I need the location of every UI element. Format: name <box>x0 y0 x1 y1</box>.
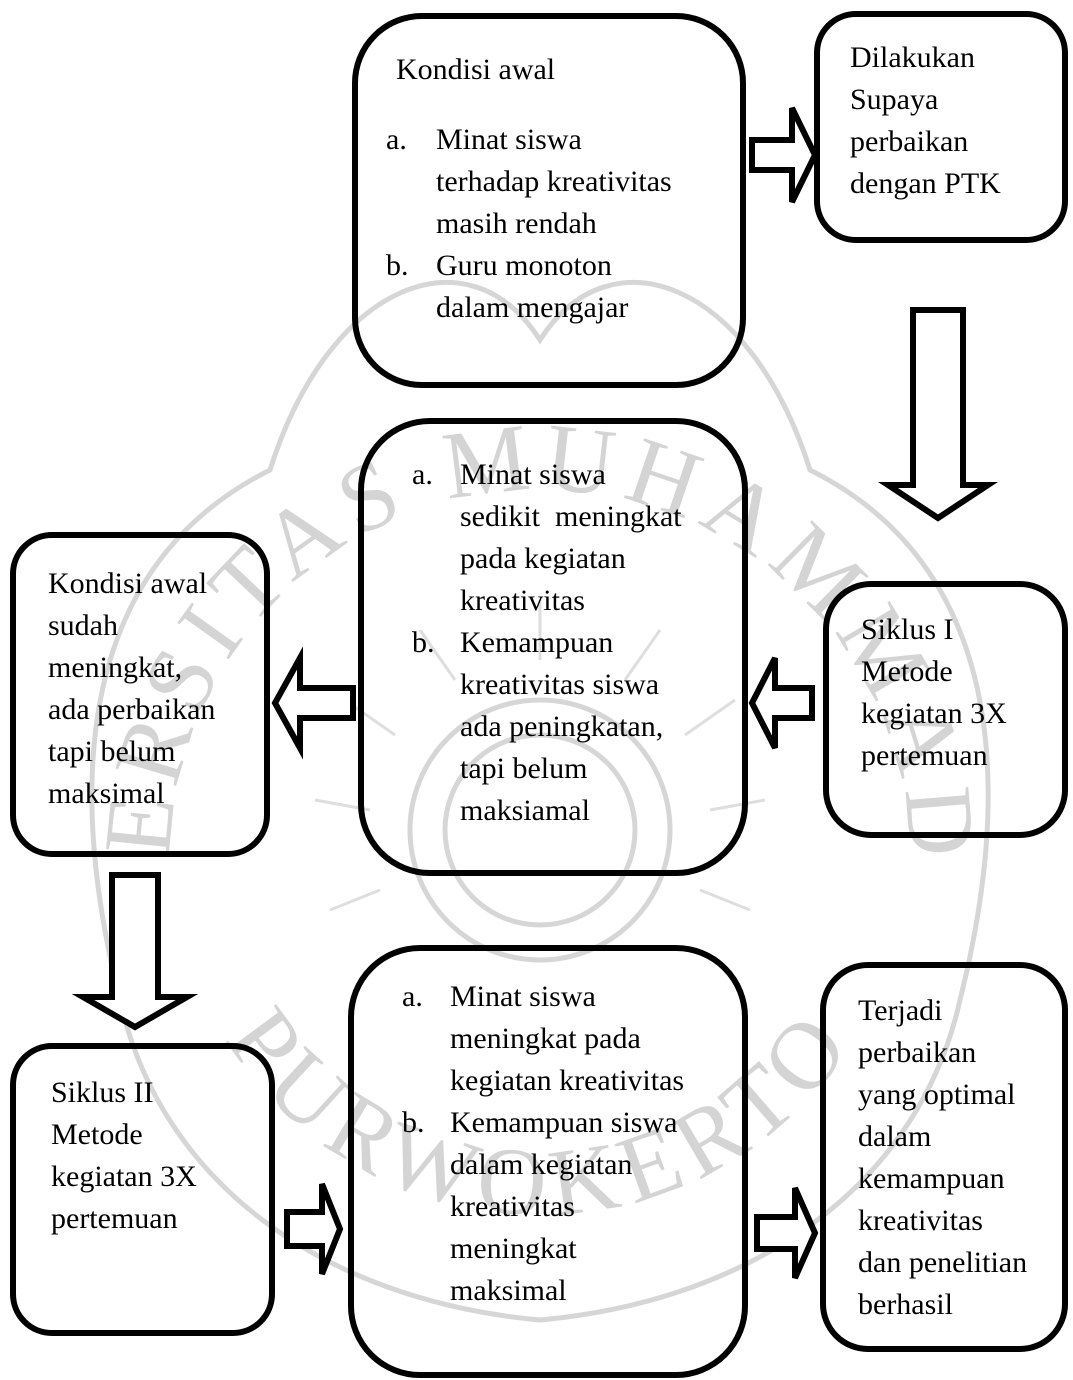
list-marker: a. <box>402 980 423 1013</box>
list-line: ada peningkatan, <box>460 710 664 743</box>
list-line: terhadap kreativitas <box>436 165 672 198</box>
arrow-left-2 <box>271 646 356 760</box>
box-line: ada perbaikan <box>48 693 216 726</box>
list-item: a. Minat siswa terhadap kreativitas masi… <box>386 119 726 245</box>
list-marker: a. <box>386 123 407 156</box>
box-line: dalam <box>858 1120 932 1153</box>
box-line: tapi belum <box>48 735 176 768</box>
list-item: a. Minat siswa meningkat pada kegiatan k… <box>402 976 752 1102</box>
box-line: maksimal <box>48 777 165 810</box>
list-line: dalam mengajar <box>436 291 629 324</box>
box-line: Dilakukan <box>850 41 975 74</box>
list-line: sedikit meningkat <box>460 500 682 533</box>
arrow-down-2 <box>71 872 199 1031</box>
list-item: b. Kemampuan siswa dalam kegiatan kreati… <box>402 1102 752 1312</box>
box-terjadi-perbaikan: Terjadi perbaikan yang optimal dalam kem… <box>820 962 1068 1352</box>
box-line: Supaya <box>850 83 939 116</box>
box-line: kreativitas <box>858 1204 983 1237</box>
box-line: dengan PTK <box>850 167 1001 200</box>
list-line: Kemampuan <box>460 626 614 659</box>
box-dilakukan: Dilakukan Supaya perbaikan dengan PTK <box>814 11 1068 243</box>
box-line: perbaikan <box>850 125 969 158</box>
list-line: kreativitas siswa <box>460 668 660 701</box>
list-marker: b. <box>402 1106 425 1139</box>
list-marker: b. <box>386 249 409 282</box>
box-kondisi-awal: Kondisi awal a. Minat siswa terhadap kre… <box>352 13 746 388</box>
list-line: meningkat <box>450 1232 577 1265</box>
list-line: kreativitas <box>460 584 585 617</box>
list-line: maksimal <box>450 1274 567 1307</box>
list-line: Minat siswa <box>450 980 596 1013</box>
box-hasil-siklus-2: a. Minat siswa meningkat pada kegiatan k… <box>348 945 748 1378</box>
box-line: meningkat, <box>48 651 183 684</box>
box-line: Metode <box>861 655 953 688</box>
box-line: dan penelitian <box>858 1246 1028 1279</box>
box-line: kegiatan 3X <box>861 697 1007 730</box>
box-line: Siklus II <box>51 1076 154 1109</box>
list-line: kreativitas <box>450 1190 575 1223</box>
arrow-left-1 <box>748 656 815 750</box>
arrow-down-1 <box>878 307 998 522</box>
arrow-right-3 <box>754 1186 819 1280</box>
box-line: Terjadi <box>858 994 943 1027</box>
list-item: b. Kemampuan kreativitas siswa ada penin… <box>412 622 752 832</box>
box-kondisi-sudah-meningkat: Kondisi awal sudah meningkat, ada perbai… <box>10 532 270 857</box>
box-line: sudah <box>48 609 118 642</box>
list-line: masih rendah <box>436 207 597 240</box>
box-line: kegiatan 3X <box>51 1160 197 1193</box>
list-marker: b. <box>412 626 435 659</box>
list-line: meningkat pada <box>450 1022 641 1055</box>
box-line: pertemuan <box>861 739 988 772</box>
box-line: yang optimal <box>858 1078 1016 1111</box>
arrow-right-2 <box>284 1182 344 1276</box>
box-line: Kondisi awal <box>48 567 208 600</box>
list-line: maksiamal <box>460 794 590 827</box>
box-line: berhasil <box>858 1288 953 1321</box>
list-item: b. Guru monoton dalam mengajar <box>386 245 726 329</box>
list-line: Minat siswa <box>460 458 606 491</box>
box-siklus-1: Siklus I Metode kegiatan 3X pertemuan <box>823 581 1068 838</box>
box-line: pertemuan <box>51 1202 178 1235</box>
list-line: Guru monoton <box>436 249 612 282</box>
list-line: Kemampuan siswa <box>450 1106 678 1139</box>
arrow-right-1 <box>749 106 819 204</box>
box-line: kemampuan <box>858 1162 1005 1195</box>
list-item: a. Minat siswa sedikit meningkat pada ke… <box>412 454 752 622</box>
list-marker: a. <box>412 458 433 491</box>
list-line: Minat siswa <box>436 123 582 156</box>
box-siklus-2: Siklus II Metode kegiatan 3X pertemuan <box>10 1043 275 1336</box>
list-line: pada kegiatan <box>460 542 626 575</box>
box-kondisi-awal-title: Kondisi awal <box>396 53 556 86</box>
list-line: dalam kegiatan <box>450 1148 633 1181</box>
box-hasil-siklus-1: a. Minat siswa sedikit meningkat pada ke… <box>358 418 748 876</box>
list-line: tapi belum <box>460 752 588 785</box>
box-line: Siklus I <box>861 613 954 646</box>
box-line: perbaikan <box>858 1036 977 1069</box>
list-line: kegiatan kreativitas <box>450 1064 685 1097</box>
box-line: Metode <box>51 1118 143 1151</box>
